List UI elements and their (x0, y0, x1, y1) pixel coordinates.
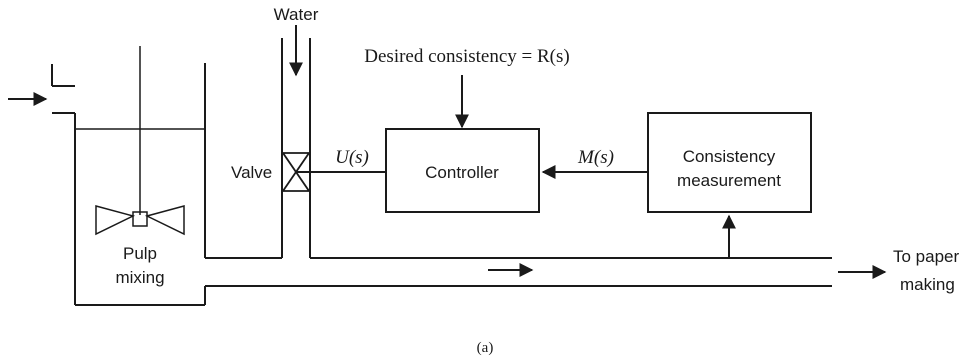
setpoint-label: Desired consistency = R(s) (364, 46, 569, 67)
controller-block (385, 128, 540, 213)
to-paper-label-line2: making (900, 275, 955, 294)
mixing-tank (74, 63, 206, 306)
inlet-pipe (51, 64, 75, 114)
pulp-label-line1: Pulp (123, 244, 157, 263)
valve-label: Valve (231, 163, 272, 182)
measurement-label-line1: Consistency (683, 147, 776, 166)
output-pipe (204, 257, 832, 305)
to-paper-label-line1: To paper (893, 247, 959, 266)
measurement-label-line2: measurement (677, 171, 781, 190)
figure-caption: (a) (477, 340, 494, 356)
valve-icon (281, 152, 311, 192)
water-label: Water (274, 5, 319, 24)
ms-label: M(s) (577, 147, 614, 168)
pulp-label-line2: mixing (115, 268, 164, 287)
water-pipe (281, 38, 311, 258)
controller-label: Controller (425, 163, 499, 182)
measurement-block (647, 112, 812, 213)
agitator-icon (95, 46, 185, 236)
us-label: U(s) (335, 147, 369, 168)
